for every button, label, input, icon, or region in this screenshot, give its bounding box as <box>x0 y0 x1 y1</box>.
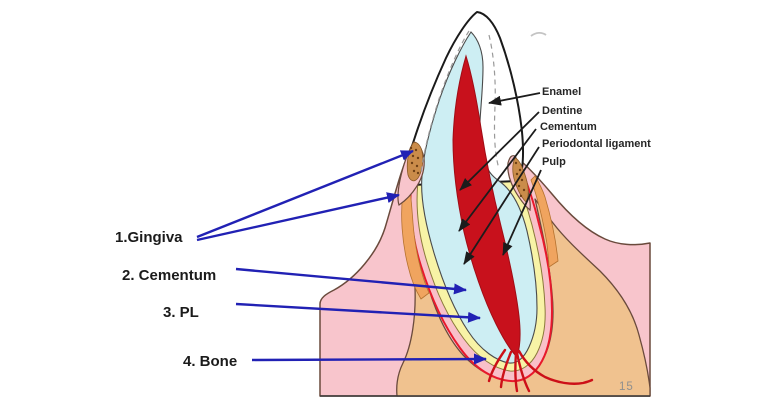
left-gum-strip <box>401 188 430 300</box>
label-cementum-left: 2. Cementum <box>122 267 217 284</box>
right-papilla-speckles <box>514 161 526 198</box>
label-gingiva: 1.Gingiva <box>115 229 183 246</box>
label-cementum-right: Cementum <box>540 121 597 133</box>
bone-blue-arrow <box>251 353 487 365</box>
label-enamel: Enamel <box>542 86 582 98</box>
label-dentine: Dentine <box>542 105 583 117</box>
label-pulp: Pulp <box>542 156 566 168</box>
left-papilla-speckles <box>409 146 420 175</box>
enamel-arrow <box>488 92 541 106</box>
dentine-arrow <box>459 111 540 191</box>
gingiva-arrow-2 <box>196 192 400 242</box>
enamel-dentine-junction <box>420 30 500 176</box>
blue-label-arrows <box>196 149 487 365</box>
apex-vessels <box>487 348 594 393</box>
cementum-arrow <box>458 128 537 232</box>
pulp-arrow <box>502 169 542 256</box>
gingiva-arrow-1 <box>196 149 414 239</box>
stray-mark <box>530 31 547 37</box>
label-periodontal-ligament: Periodontal ligament <box>542 138 651 150</box>
black-label-arrows <box>458 92 542 265</box>
page-number: 15 <box>619 381 634 393</box>
label-pl: 3. PL <box>163 304 199 321</box>
label-bone: 4. Bone <box>183 353 238 370</box>
pl-blue-arrow <box>235 302 481 323</box>
right-gum-strip <box>530 175 559 268</box>
periodontal-ligament-arrow <box>463 146 540 265</box>
cementum-blue-arrow <box>235 267 467 295</box>
